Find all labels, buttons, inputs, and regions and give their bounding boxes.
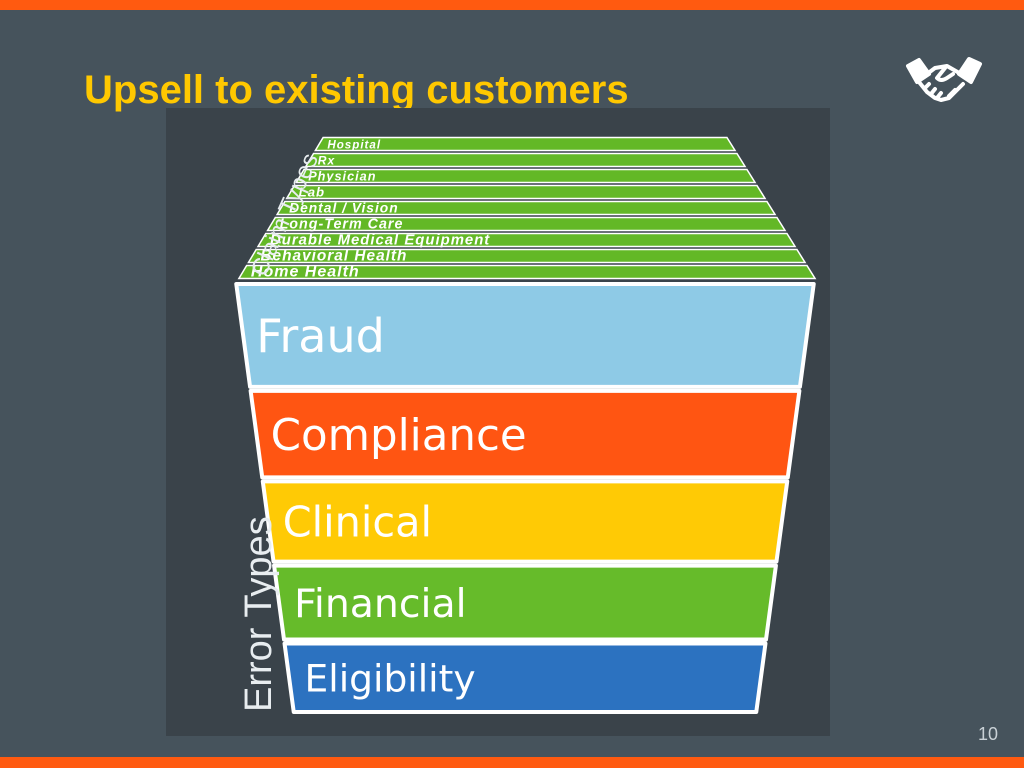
top-accent-bar: [0, 0, 1024, 10]
claim-type-band: [256, 232, 797, 248]
claim-type-label: Durable Medical Equipment: [270, 233, 490, 249]
claim-type-band: [304, 152, 747, 168]
claim-type-band: [294, 168, 757, 184]
claim-type-band: [237, 264, 817, 280]
error-type-band: [282, 641, 768, 714]
claim-type-band: [285, 184, 767, 200]
claim-type-band: [247, 248, 807, 264]
error-type-band: [234, 282, 816, 389]
claim-type-label: Physician: [308, 170, 376, 184]
claim-type-label: Lab: [299, 185, 325, 200]
claim-type-label: Behavioral Health: [260, 248, 407, 265]
error-type-label: Clinical: [283, 498, 432, 546]
error-type-band: [272, 563, 778, 642]
error-type-label: Fraud: [256, 309, 385, 363]
claim-type-band: [314, 136, 737, 152]
slide-title: Upsell to existing customers: [84, 68, 629, 112]
claim-type-label: Dental / Vision: [289, 201, 399, 216]
claim-type-label: Long-Term Care: [280, 217, 404, 233]
handshake-icon: [905, 52, 983, 108]
error-types-label: Error Types: [238, 516, 280, 712]
error-types-face: FraudComplianceClinicalFinancialEligibil…: [234, 282, 816, 714]
page-number: 10: [977, 724, 998, 744]
error-type-label: Eligibility: [305, 656, 476, 700]
bottom-accent-bar: [0, 757, 1024, 768]
error-type-band: [248, 388, 802, 480]
error-type-band: [260, 479, 790, 564]
claim-type-band: [266, 216, 787, 232]
error-type-label: Financial: [294, 581, 467, 627]
claim-type-label: Home Health: [251, 264, 360, 281]
error-type-label: Compliance: [271, 411, 527, 461]
claim-type-label: Hospital: [327, 139, 381, 152]
claim-type-band: [275, 200, 777, 216]
claim-type-label: Rx: [318, 154, 336, 168]
